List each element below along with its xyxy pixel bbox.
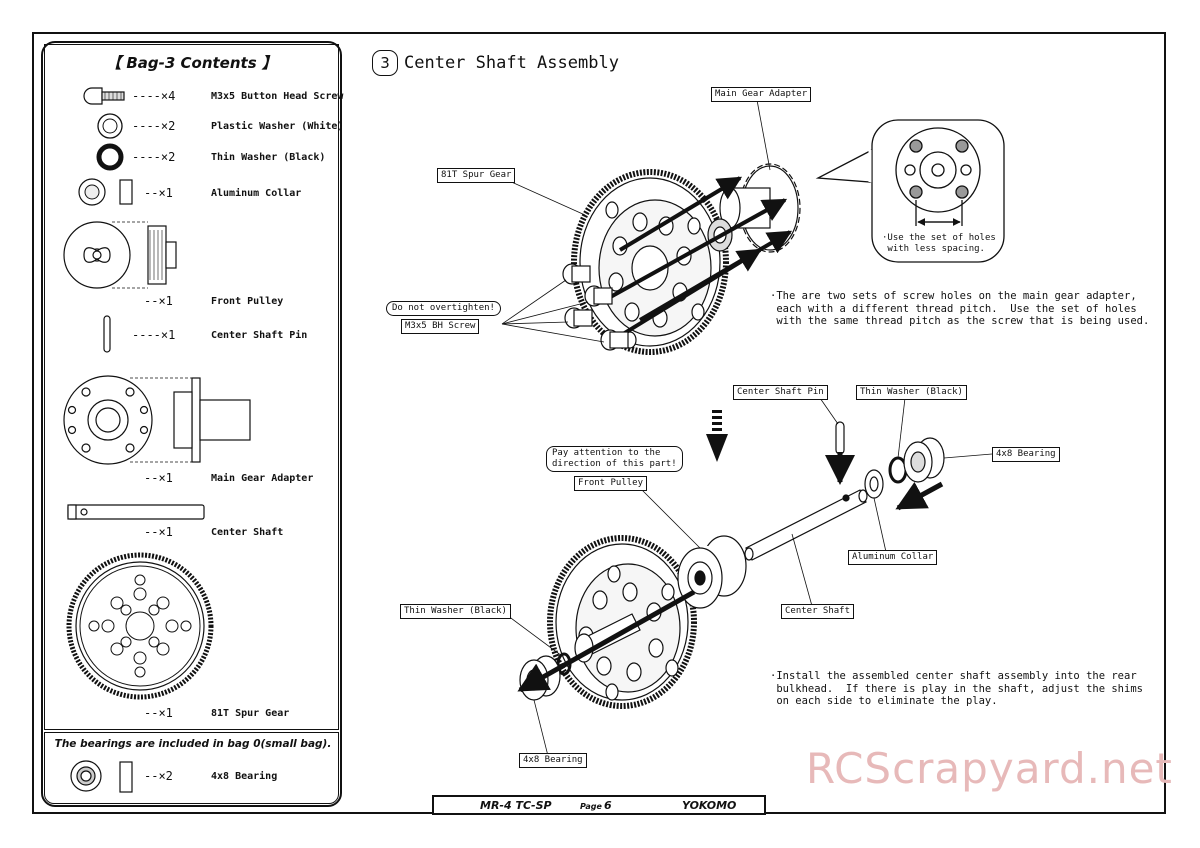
bag-title: 【 Bag-3 Contents 】 [106, 54, 277, 72]
spur-gear-icon [66, 552, 214, 700]
bearing-note: The bearings are included in bag 0(small… [54, 738, 332, 750]
upper-leader-lines [501, 99, 771, 343]
callout-pay-attention: Pay attention to the direction of this p… [546, 446, 683, 472]
qty-front-pulley: --×1 [144, 294, 173, 308]
qty-plastic-washer: ----×2 [132, 119, 176, 133]
step-title: Center Shaft Assembly [404, 53, 619, 73]
note-install: ·Install the assembled center shaft asse… [770, 670, 1143, 707]
qty-center-shaft: --×1 [144, 525, 173, 539]
footer-brand: YOKOMO [682, 799, 737, 812]
lower-spur-gear-drawing [547, 535, 697, 709]
lower-leader-lines [499, 397, 993, 757]
footer-page-label: Page [580, 802, 602, 811]
callout-thin-washer-1: Thin Washer (Black) [856, 385, 967, 400]
upper-spur-gear-drawing [571, 169, 729, 355]
plastic-washer-icon [97, 113, 123, 139]
callout-bearing-2: 4x8 Bearing [519, 753, 587, 768]
label-spur-gear: 81T Spur Gear [211, 708, 290, 719]
callout-thin-washer-2: Thin Washer (Black) [400, 604, 511, 619]
qty-main-gear-adapter: --×1 [144, 471, 173, 485]
bearing-box [44, 732, 339, 804]
bag-contents-panel [41, 41, 342, 807]
front-pulley-icon [63, 221, 177, 289]
footer-box: MR-4 TC-SP Page 6 YOKOMO [432, 795, 766, 815]
upper-screws-drawing [562, 263, 629, 351]
label-plastic-washer: Plastic Washer (White) [211, 121, 344, 132]
qty-thin-washer: ----×2 [132, 150, 176, 164]
bearing-icon [70, 760, 133, 793]
label-main-gear-adapter: Main Gear Adapter [211, 473, 314, 484]
qty-aluminum-collar: --×1 [144, 186, 173, 200]
step-heading: 3 Center Shaft Assembly [372, 50, 619, 76]
screw-icon [83, 87, 125, 105]
upper-adapter-drawing [707, 163, 801, 253]
callout-do-not-overtighten: Do not overtighten! [386, 301, 501, 316]
main-gear-adapter-icon [63, 375, 251, 465]
step-number: 3 [372, 50, 398, 76]
label-thin-washer: Thin Washer (Black) [211, 152, 326, 163]
footer-model: MR-4 TC-SP [480, 799, 552, 812]
down-arrow-icon [706, 410, 728, 462]
aluminum-collar-icon [78, 178, 133, 206]
bag-contents-list-box [44, 44, 339, 730]
bubble-note: ·Use the set of holes with less spacing. [882, 233, 996, 254]
callout-aluminum-collar: Aluminum Collar [848, 550, 938, 565]
label-aluminum-collar: Aluminum Collar [211, 188, 302, 199]
qty-center-shaft-pin: ----×1 [132, 328, 176, 342]
callout-center-shaft: Center Shaft [781, 604, 855, 619]
thin-washer-icon [96, 143, 124, 171]
center-shaft-pin-icon [103, 315, 111, 353]
label-screw: M3x5 Button Head Screw [211, 91, 344, 102]
label-center-shaft-pin: Center Shaft Pin [211, 330, 308, 341]
callout-spur-gear: 81T Spur Gear [437, 168, 516, 183]
callout-main-gear-adapter: Main Gear Adapter [711, 87, 812, 102]
footer-page-number: 6 [604, 799, 612, 812]
callout-front-pulley: Front Pulley [574, 476, 648, 491]
label-bearing: 4x8 Bearing [211, 771, 278, 782]
callout-center-shaft-pin: Center Shaft Pin [733, 385, 828, 400]
label-center-shaft: Center Shaft [211, 527, 284, 538]
watermark: RCScrapyard.net [806, 744, 1173, 793]
note-screw-holes: ·The are two sets of screw holes on the … [770, 290, 1150, 327]
label-front-pulley: Front Pulley [211, 296, 284, 307]
lower-shaft-drawing [744, 421, 868, 561]
lower-arrows [517, 452, 944, 693]
callout-bearing-1: 4x8 Bearing [992, 447, 1060, 462]
qty-bearing: --×2 [144, 769, 173, 783]
detail-bubble [815, 119, 1005, 263]
upper-arrows [604, 176, 793, 344]
callout-bh-screw: M3x5 BH Screw [401, 319, 480, 334]
qty-screw: ----×4 [132, 89, 176, 103]
qty-spur-gear: --×1 [144, 706, 173, 720]
center-shaft-icon [67, 504, 205, 520]
